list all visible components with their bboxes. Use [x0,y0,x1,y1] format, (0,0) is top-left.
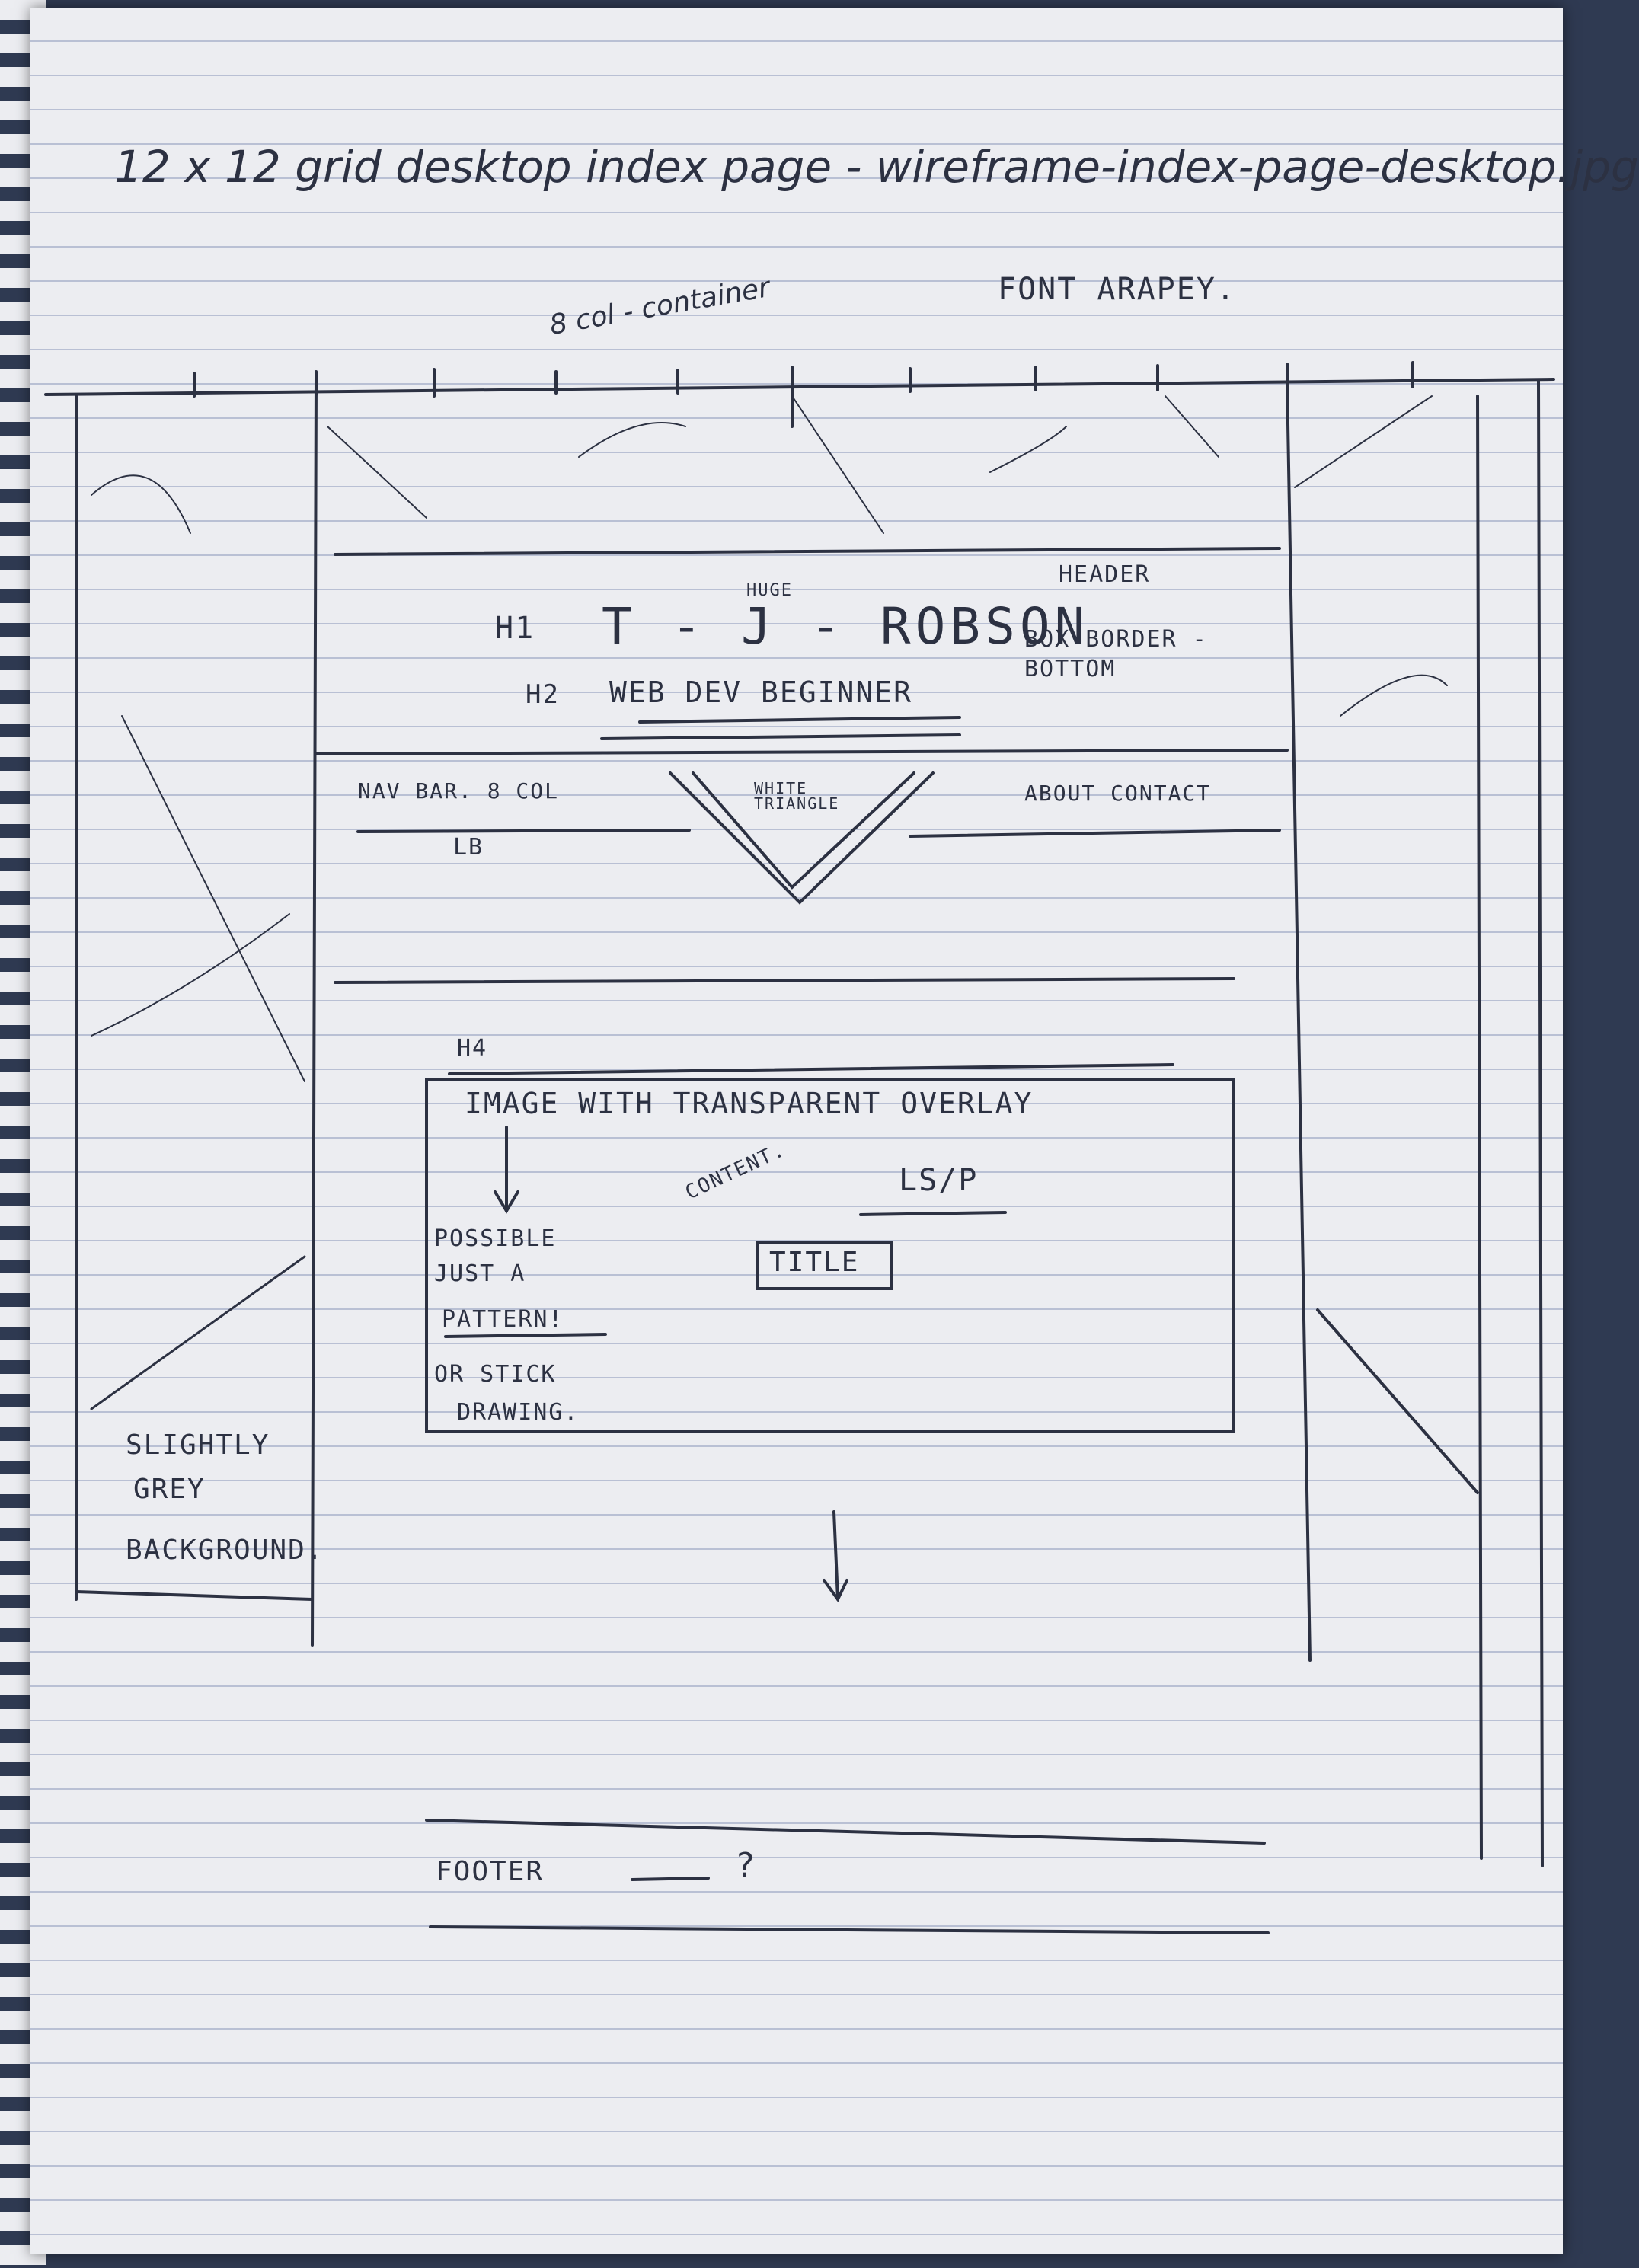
header-bottom-line [315,749,1289,755]
image-note: IMAGE WITH TRANSPARENT OVERLAY [465,1087,1034,1120]
possible-note-1: POSSIBLE [434,1225,557,1252]
triangle-note: WHITE TRIANGLE [754,779,840,813]
right-container-line [1286,379,1312,1662]
possible-note-3: PATTERN! [442,1306,564,1333]
site-name: T - J - ROBSON [602,597,1090,656]
h1-tag: H1 [495,611,535,646]
nav-left-sub: LB [453,834,484,861]
title-note: 12 x 12 grid desktop index page - wirefr… [114,141,1639,193]
right-outer-line [1537,379,1544,1867]
footer-bottom-line [429,1925,1270,1934]
header-top-line [334,547,1281,556]
content-box [425,1078,1235,1433]
top-border-line [44,378,1555,396]
left-container-line [311,375,318,1647]
possible-note-5: DRAWING. [457,1399,580,1426]
title-box-outline [756,1241,893,1290]
footer-question: ? [735,1846,757,1885]
possible-note-2: JUST A [434,1260,526,1287]
h2-tag: H2 [526,679,560,710]
nav-left-label: NAV BAR. 8 COL [358,778,560,803]
bg-note-3: BACKGROUND. [126,1535,324,1566]
footer-top-line [425,1819,1266,1845]
bg-note-2: GREY [133,1474,206,1505]
white-triangle [669,771,935,905]
bg-note-1: SLIGHTLY [126,1429,270,1461]
footer-label: FOOTER [436,1856,545,1887]
font-note: FONT ARAPEY. [998,272,1236,307]
huge-note: HUGE [746,581,793,600]
title-box: TITLE [769,1247,860,1278]
wireframe-lines [44,361,1555,1934]
nav-right-links: ABOUT CONTACT [1024,781,1212,806]
border-note: BOX BORDER - BOTTOM [1024,626,1208,682]
site-subtitle: WEB DEV BEGINNER [609,676,913,709]
possible-note-4: OR STICK [434,1361,557,1388]
ls-p-note: LS/P [899,1163,979,1198]
header-label: HEADER [1059,561,1151,588]
h4-tag: H4 [457,1035,488,1062]
